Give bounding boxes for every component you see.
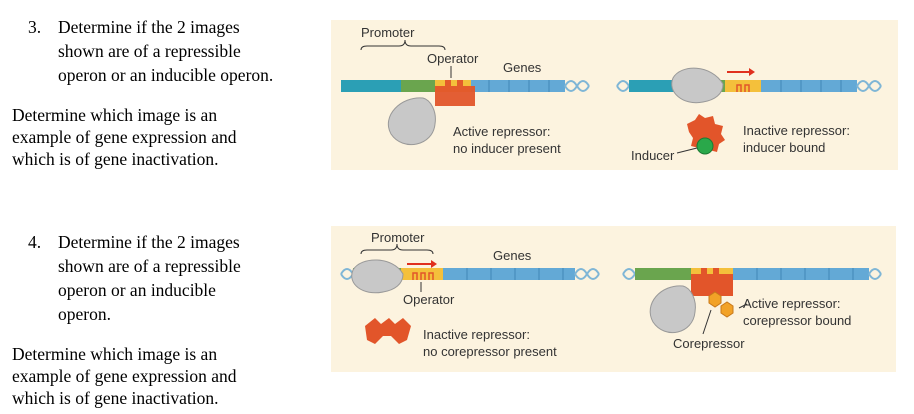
- active-repressor-label: no inducer present: [453, 141, 561, 156]
- promoter-label: Promoter: [361, 25, 415, 40]
- promoter-label: Promoter: [371, 230, 425, 245]
- rna-polymerase: [351, 259, 404, 294]
- active-repressor-label: Active repressor:: [743, 296, 841, 311]
- inactive-repressor-label: no corepressor present: [423, 344, 557, 359]
- followup-line: example of gene expression and: [12, 127, 237, 147]
- inactive-repressor: [687, 114, 725, 154]
- followup-line: example of gene expression and: [12, 366, 237, 386]
- transcription-arrow: [407, 260, 437, 268]
- genes-label: Genes: [503, 60, 542, 75]
- inactive-repressor-label: inducer bound: [743, 140, 825, 155]
- corepressor-molecule: [720, 301, 734, 318]
- genes-label: Genes: [493, 248, 532, 263]
- question-line: shown are of a repressible: [58, 256, 241, 276]
- question-3-followup: Determine which image is an example of g…: [12, 104, 237, 170]
- question-line: operon.: [58, 304, 111, 324]
- operator-label: Operator: [403, 292, 455, 307]
- corepressor-pointer: [702, 309, 712, 335]
- active-repressor: [435, 80, 475, 106]
- active-repressor-label: corepressor bound: [743, 313, 851, 328]
- question-number: 3.: [28, 17, 42, 37]
- question-text: Determine if the 2 images shown are of a…: [58, 15, 273, 87]
- question-line: shown are of a repressible: [58, 41, 241, 61]
- inducer-label: Inducer: [631, 148, 675, 163]
- inactive-repressor: [365, 318, 411, 344]
- dna-strand: [340, 268, 600, 280]
- dna-strand: [616, 80, 882, 92]
- dna-strand: [622, 268, 882, 280]
- question-line: Determine if the 2 images: [58, 232, 240, 252]
- corepressor-label: Corepressor: [673, 336, 745, 351]
- active-repressor-label: Active repressor:: [453, 124, 551, 139]
- repressible-operon-diagram: Promoter Operator Genes Inactive repress…: [331, 226, 896, 372]
- panel-background: [331, 20, 898, 170]
- operator-label: Operator: [427, 51, 479, 66]
- rna-polymerase: [649, 285, 696, 333]
- question-line: operon or an inducible: [58, 280, 216, 300]
- active-repressor: [691, 268, 733, 296]
- question-number: 4.: [28, 232, 42, 252]
- followup-line: which is of gene inactivation.: [12, 388, 219, 408]
- rna-polymerase: [671, 67, 724, 104]
- inducer-pointer: [676, 147, 698, 154]
- transcription-arrow: [727, 68, 755, 76]
- active-repressor-pointer: [738, 303, 748, 309]
- promoter-bracket: [360, 39, 446, 51]
- rna-polymerase: [387, 97, 436, 145]
- corepressor-molecule: [708, 291, 722, 308]
- inducible-operon-diagram: Promoter Operator Genes Active repressor…: [331, 20, 898, 170]
- question-line: Determine if the 2 images: [58, 17, 240, 37]
- inactive-repressor-label: Inactive repressor:: [423, 327, 530, 342]
- question-line: operon or an inducible operon.: [58, 65, 274, 85]
- inducer-molecule: [696, 137, 714, 155]
- inactive-repressor-label: Inactive repressor:: [743, 123, 850, 138]
- question-4-followup: Determine which image is an example of g…: [12, 343, 237, 409]
- followup-line: Determine which image is an: [12, 105, 218, 125]
- question-text: Determine if the 2 images shown are of a…: [58, 230, 241, 326]
- promoter-bracket: [360, 243, 434, 255]
- followup-line: Determine which image is an: [12, 344, 218, 364]
- followup-line: which is of gene inactivation.: [12, 149, 219, 169]
